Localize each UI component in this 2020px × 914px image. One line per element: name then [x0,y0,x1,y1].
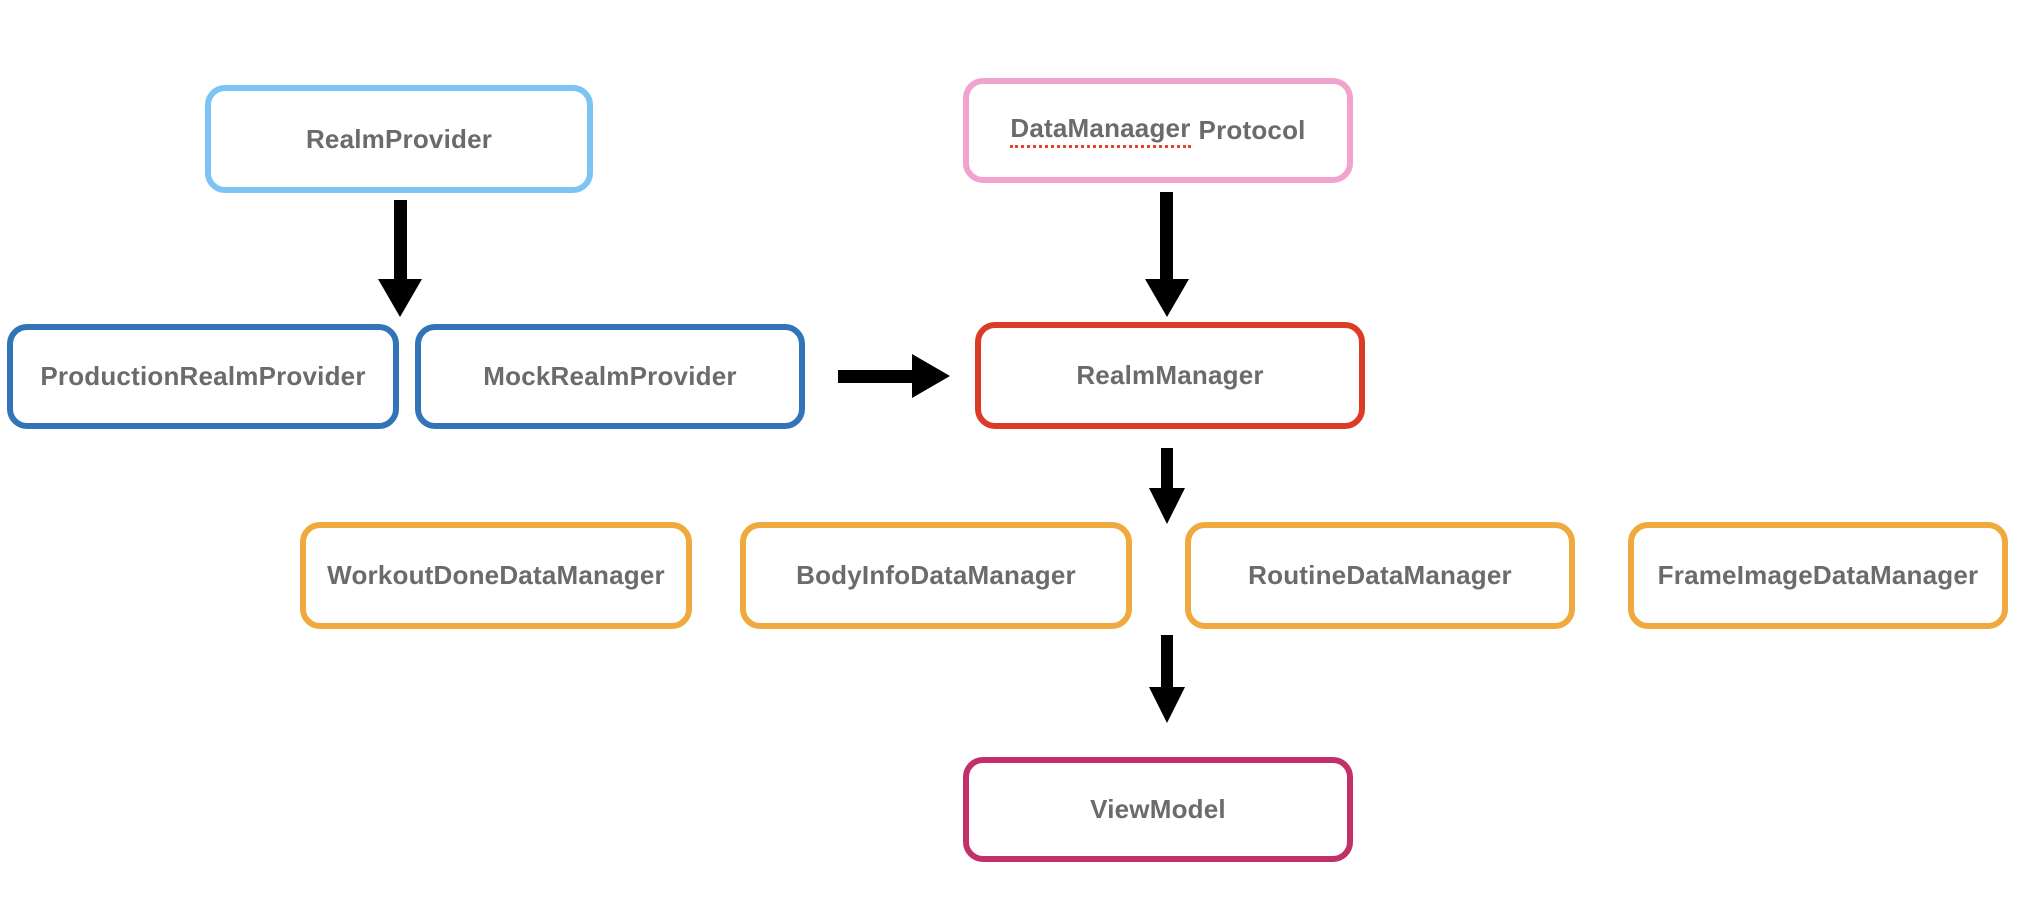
node-realm-provider: RealmProvider [205,85,593,193]
arrow-shaft [1161,448,1173,489]
node-label: ProductionRealmProvider [40,361,366,391]
arrow-right-head [912,354,950,398]
node-label: FrameImageDataManager [1657,560,1979,590]
arrow-down-head [1149,488,1185,524]
node-body-info-data-manager: BodyInfoDataManager [740,522,1132,629]
node-view-model: ViewModel [963,757,1353,862]
arrow-down-head [1145,279,1189,317]
node-workout-done-data-manager: WorkoutDoneDataManager [300,522,692,629]
node-mock-realm-provider: MockRealmProvider [415,324,805,429]
node-label: RealmManager [1076,360,1264,390]
arrow-shaft [1161,635,1173,688]
arrow-down-head [378,279,422,317]
node-realm-manager: RealmManager [975,322,1365,429]
node-label: WorkoutDoneDataManager [327,560,665,590]
arrow-shaft [1160,192,1173,280]
node-label: RoutineDataManager [1248,560,1512,590]
arrow-down-head [1149,687,1185,723]
node-label: RealmProvider [305,123,493,154]
node-label-misspelled-word: DataManaager [1010,113,1191,148]
node-label: Protocol [1198,115,1306,145]
node-label: MockRealmProvider [483,361,737,391]
node-label: ViewModel [1090,794,1226,824]
node-datamanager-protocol: DataManaager Protocol [963,78,1353,183]
node-frame-image-data-manager: FrameImageDataManager [1628,522,2008,629]
node-production-realm-provider: ProductionRealmProvider [7,324,399,429]
arrow-shaft [394,200,407,280]
node-routine-data-manager: RoutineDataManager [1185,522,1575,629]
arrow-shaft [838,370,914,383]
node-label: BodyInfoDataManager [796,560,1076,590]
